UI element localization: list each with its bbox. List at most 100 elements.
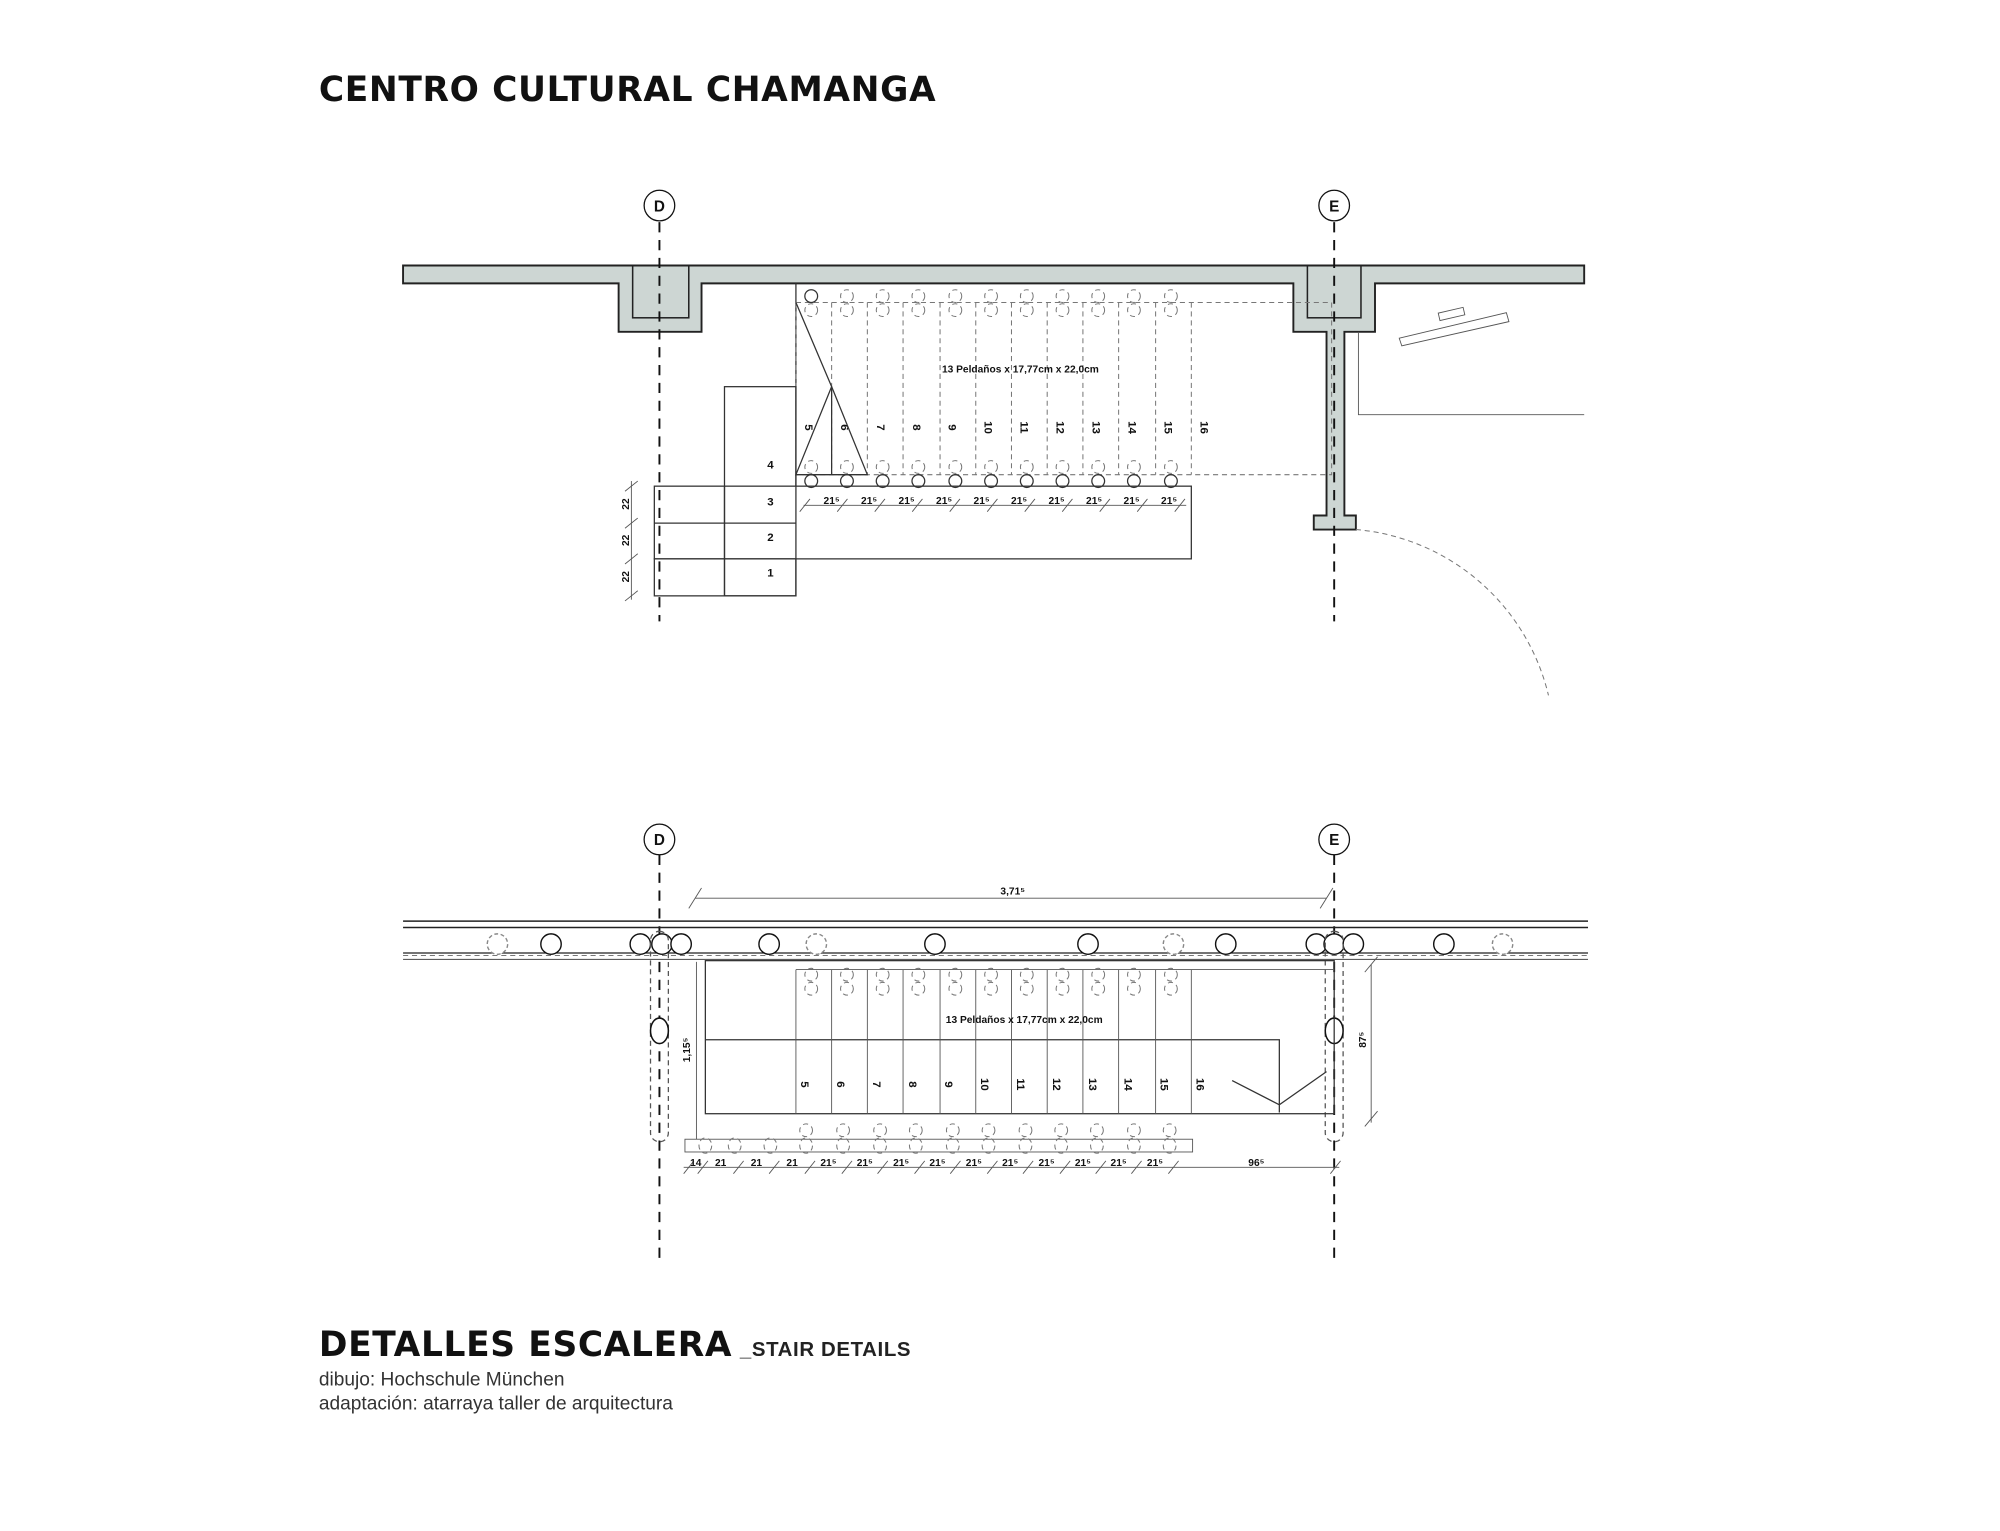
step-number: 10: [978, 1078, 990, 1091]
tread-dimension: 21⁵: [1161, 496, 1177, 507]
step-number: 10: [982, 421, 994, 434]
tread-dimension: 21: [751, 1158, 763, 1169]
tread-dimension: 21⁵: [974, 496, 990, 507]
step-number: 13: [1090, 421, 1102, 434]
overall-dimension: 3,71⁵: [1000, 886, 1025, 897]
stair-note-bottom: 13 Peldaños x 17,77cm x 22,0cm: [946, 1015, 1103, 1026]
step-number: 14: [1126, 421, 1138, 434]
landing-step-number: 1: [767, 568, 774, 580]
step-number: 8: [906, 1081, 918, 1088]
landing-step-number: 3: [767, 496, 773, 508]
tread-dimension: 21⁵: [1002, 1158, 1018, 1169]
tread-dimension: 21⁵: [1147, 1158, 1163, 1169]
left-dimension: 1,15⁵: [682, 1037, 693, 1062]
tread-dimension: 21: [715, 1158, 727, 1169]
tread-dimension: 21⁵: [893, 1158, 909, 1169]
beam-hole: [1342, 933, 1365, 955]
right-dimension: 87⁵: [1358, 1031, 1369, 1047]
axis-bubble-e-bottom: [1318, 823, 1351, 856]
tread-dimension: 21: [786, 1158, 798, 1169]
step-number: 8: [910, 424, 922, 431]
step-number: 15: [1162, 421, 1174, 434]
step-number: 5: [802, 424, 814, 431]
axis-bubble-e: [1318, 189, 1351, 222]
beam-hole: [1077, 933, 1099, 955]
axis-label-d: D: [654, 198, 665, 215]
credit-adaptation: adaptación: atarraya taller de arquitect…: [319, 1394, 673, 1415]
tread-dimension: 21⁵: [899, 496, 915, 507]
step-number: 11: [1018, 421, 1030, 434]
tread-dimension: 21⁵: [966, 1158, 982, 1169]
step-number: 5: [798, 1081, 810, 1088]
landing-step-number: 4: [767, 459, 774, 471]
step-number: 14: [1122, 1078, 1134, 1091]
beam-hole: [924, 933, 946, 955]
beam-hole: [486, 933, 509, 955]
baluster: [1126, 474, 1141, 489]
tread-dimension: 21⁵: [1011, 496, 1027, 507]
baluster: [1163, 474, 1178, 489]
beam-hole: [540, 933, 562, 955]
handrail: [684, 1138, 1194, 1153]
tread-dimension: 14: [690, 1158, 702, 1169]
beam-hole: [1432, 933, 1455, 955]
tread-dimension: 21⁵: [1124, 496, 1140, 507]
step-number: 16: [1198, 421, 1210, 434]
step-number: 7: [870, 1081, 882, 1087]
step-number: 16: [1194, 1078, 1206, 1091]
tread-dimension: 21⁵: [861, 496, 877, 507]
stair-run-outline: [795, 301, 1333, 476]
step-number: 9: [946, 424, 958, 430]
baluster: [875, 474, 890, 489]
beam-hole: [1323, 933, 1346, 955]
baluster: [1019, 474, 1034, 489]
riser-dimension: 22: [621, 571, 632, 583]
axis-bubble-d-bottom: [643, 823, 676, 856]
baluster: [1055, 474, 1070, 489]
tread-dimension: 21⁵: [1075, 1158, 1091, 1169]
axis-bubble-d: [643, 189, 676, 222]
stair-note-top: 13 Peldaños x 17,77cm x 22,0cm: [942, 365, 1099, 376]
beam-hole: [758, 933, 781, 955]
tread-dimension: 21⁵: [1086, 496, 1102, 507]
step-number: 6: [834, 1081, 846, 1087]
tread-dimension: 21⁵: [820, 1158, 836, 1169]
heading-sub: _STAIR DETAILS: [739, 1339, 911, 1361]
drawing-heading: DETALLES ESCALERA _STAIR DETAILS: [319, 1325, 911, 1365]
beam-hole: [670, 933, 693, 955]
stair-outline-bottom: [704, 960, 1335, 1115]
step-number: 12: [1054, 421, 1066, 434]
beam-hole: [629, 933, 652, 955]
window-sash: [1398, 312, 1510, 347]
project-title: CENTRO CULTURAL CHAMANGA: [319, 70, 936, 110]
tread-dimension: 21⁵: [929, 1158, 945, 1169]
baluster: [984, 474, 999, 489]
step-number: 13: [1086, 1078, 1098, 1091]
door-swing-arc: [1355, 529, 1549, 696]
credit-drawing: dibujo: Hochschule München: [319, 1369, 565, 1390]
column-d: [631, 264, 690, 319]
landing-step-number: 2: [767, 532, 773, 544]
baluster: [911, 474, 926, 489]
end-dimension: 96⁵: [1248, 1158, 1264, 1169]
step-number: 12: [1050, 1078, 1062, 1091]
beam-hole: [651, 933, 673, 955]
beam-hole: [1162, 933, 1185, 955]
beam-hole: [1491, 933, 1514, 955]
step-number: 6: [838, 424, 850, 430]
tread-dimension: 21⁵: [1111, 1158, 1127, 1169]
direction-arrow: [1231, 1071, 1327, 1106]
tread-dimension: 21⁵: [857, 1158, 873, 1169]
tread-dimension: 21⁵: [1049, 496, 1065, 507]
beam-hole: [1214, 933, 1237, 955]
landing: [723, 386, 797, 597]
step-number: 7: [874, 424, 886, 430]
axis-label-e-bottom: E: [1329, 832, 1339, 849]
window-opening: [1357, 331, 1585, 416]
axis-label-d-bottom: D: [654, 832, 665, 849]
heading-main: DETALLES ESCALERA: [319, 1325, 732, 1365]
tread-dimension: 21⁵: [824, 496, 840, 507]
